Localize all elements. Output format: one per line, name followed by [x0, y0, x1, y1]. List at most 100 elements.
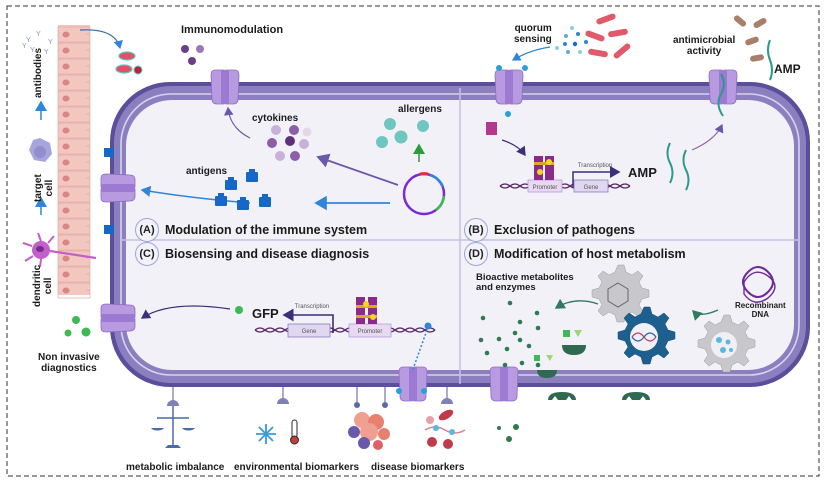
epithelial-cell — [57, 154, 91, 171]
immunomodulation-dots — [181, 45, 204, 65]
section-b-badge: (B) — [464, 218, 488, 242]
epithelial-nucleus — [62, 191, 70, 198]
amp-peptide — [666, 142, 674, 184]
amp-peptide-outside — [767, 39, 773, 81]
epithelial-nucleus — [62, 31, 70, 38]
epithelial-nucleus — [62, 79, 70, 86]
epithelial-cell — [57, 250, 91, 267]
bioactive-line2: and enzymes — [476, 282, 536, 294]
epithelial-cell — [57, 58, 91, 75]
svg-text:Y: Y — [36, 31, 41, 38]
arrow-amp-out — [691, 123, 724, 151]
promoter-b-label: Promoter — [533, 185, 558, 191]
amp-through-channel — [717, 73, 725, 117]
immunomodulation-label: Immunomodulation — [181, 24, 284, 36]
dendritic-cell-line2: cell — [42, 277, 54, 295]
non-invasive-line2: diagnostics — [41, 363, 97, 374]
section-b-header: (B) Exclusion of pathogens — [464, 218, 635, 242]
antigens-label: antigens — [186, 166, 228, 177]
benzene-ring-icon — [607, 282, 629, 308]
plasmid-icon — [402, 172, 446, 216]
epithelial-nucleus — [62, 111, 70, 118]
dendritic-cell-label: dendritic cell — [32, 264, 54, 307]
section-a-title: Modulation of the immune system — [165, 223, 368, 237]
antimicrobial-label-line1: antimicrobial — [673, 35, 736, 46]
arrow-gear-to-metabolites — [554, 298, 599, 309]
epithelial-nucleus — [62, 95, 70, 102]
allergens-cluster — [376, 118, 429, 148]
metabolic-imbalance-label: metabolic imbalance — [126, 462, 225, 473]
bioactive-metabolites-label: Bioactive metabolites and enzymes — [476, 272, 574, 294]
epithelial-cell — [57, 122, 91, 139]
epithelial-cell — [57, 138, 91, 155]
arrow-plasmid-to-cytokines — [316, 153, 399, 186]
dna-strand-b: Promoter Gene Transcription — [499, 156, 631, 193]
environmental-biomarkers-icon — [256, 387, 299, 445]
metabolite-dots-outside — [497, 424, 519, 442]
arrow-dna-to-gear — [692, 309, 719, 321]
svg-text:Y: Y — [30, 47, 35, 54]
bacteria-killed — [733, 15, 767, 62]
disease-biomarkers-icon — [348, 387, 466, 450]
allergens-label: allergens — [398, 104, 442, 115]
gfp-label: GFP — [252, 306, 279, 321]
epithelial-nucleus — [62, 159, 70, 166]
section-d-title: Modification of host metabolism — [494, 247, 686, 261]
recombinant-dna-icon — [742, 266, 776, 303]
figure-border — [6, 5, 820, 477]
section-c-header: (C) Biosensing and disease diagnosis — [135, 242, 369, 266]
membrane-channel-antigen — [100, 173, 136, 203]
biosensor-signal — [424, 322, 432, 330]
antimicrobial-label-line2: activity — [686, 46, 722, 57]
epithelial-nucleus — [62, 143, 70, 150]
target-cells-icon — [115, 51, 143, 75]
section-b-title: Exclusion of pathogens — [494, 223, 635, 237]
epithelial-nucleus — [62, 127, 70, 134]
membrane-antigen — [104, 225, 114, 234]
membrane-channel-metabolite — [489, 366, 519, 402]
membrane-channel-quorum — [494, 69, 524, 105]
arrow-receptor-to-promoter — [501, 139, 526, 157]
quorum-molecules — [555, 26, 588, 54]
membrane-channel-biosensor — [398, 366, 428, 402]
arrow-antibody — [79, 29, 123, 50]
metabolite-dots — [478, 300, 541, 368]
antimicrobial-activity-label: antimicrobial activity — [673, 35, 735, 57]
antibodies-label: antibodies — [33, 47, 44, 98]
epithelial-cell — [57, 42, 91, 59]
transcription-b-label: Transcription — [578, 163, 612, 169]
epithelial-cell — [57, 74, 91, 91]
epithelial-nucleus — [62, 63, 70, 70]
gear-icon-chemistry — [591, 264, 650, 323]
section-d-header: (D) Modification of host metabolism — [464, 242, 686, 266]
epithelial-nucleus — [62, 287, 70, 294]
non-invasive-diagnostics-label: Non invasive diagnostics — [38, 352, 100, 374]
signal-molecule — [505, 111, 511, 117]
arrow-quorum — [511, 46, 551, 61]
dendritic-cell-line1: dendritic — [32, 264, 43, 307]
epithelial-nucleus — [62, 239, 70, 246]
section-c-badge: (C) — [135, 242, 159, 266]
section-a-header: (A) Modulation of the immune system — [135, 218, 367, 242]
environmental-biomarkers-label: environmental biomarkers — [234, 462, 360, 473]
epithelial-cell — [57, 202, 91, 219]
membrane-receptor-green — [622, 392, 650, 400]
amp-outside-label: AMP — [774, 62, 801, 76]
recombinant-dna-label: Recombinant DNA — [735, 301, 786, 320]
target-cell-label: target cell — [33, 174, 55, 202]
epithelium-layer — [57, 25, 91, 299]
epithelial-cell — [57, 186, 91, 203]
transcription-factor-b — [534, 156, 554, 180]
membrane-channel-immuno — [210, 69, 240, 105]
section-d-badge: (D) — [464, 242, 488, 266]
svg-text:Y: Y — [26, 37, 31, 44]
arrow-cytokines-out — [223, 106, 251, 139]
gene-b-label: Gene — [584, 185, 599, 191]
transcription-factor-c — [356, 297, 377, 324]
amp-inside-label: AMP — [628, 165, 657, 180]
gfp-dots-outside — [64, 316, 91, 337]
gene-c-label: Gene — [302, 329, 317, 335]
epithelial-cell — [57, 218, 91, 235]
